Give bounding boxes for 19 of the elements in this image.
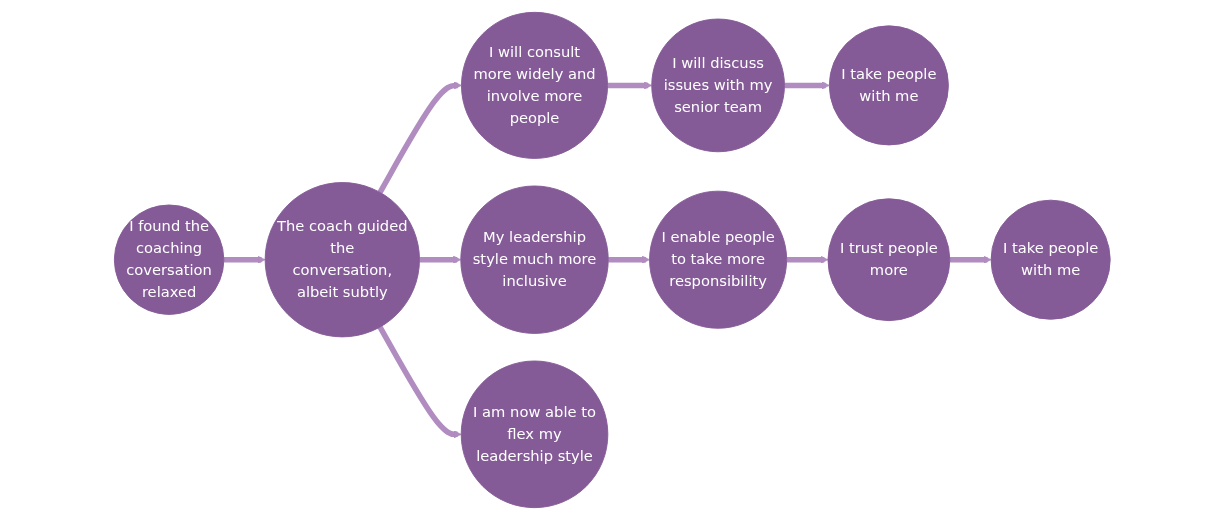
- node-circle: The coach guided the conversation, albeit subtly: [264, 182, 421, 338]
- node-circle: My leadership style much more inclusive: [460, 185, 609, 334]
- arrow: [377, 325, 462, 439]
- node-circle: I take people with me: [829, 25, 950, 146]
- node-circle: I found the coaching coversation relaxed: [114, 204, 225, 315]
- arrow: [784, 81, 830, 90]
- node-circle: I am now able to flex my leadership style: [460, 360, 609, 509]
- node-circle: I take people with me: [990, 199, 1111, 320]
- arrow: [377, 81, 463, 194]
- node-circle: I will consult more widely and involve more people: [461, 11, 609, 159]
- node-circle: I trust people more: [827, 198, 951, 322]
- node-circle: I will discuss issues with my senior team: [651, 18, 786, 153]
- arrow: [950, 255, 992, 264]
- arrow: [607, 81, 653, 90]
- arrow: [224, 255, 266, 264]
- arrow: [419, 255, 462, 264]
- arrow: [786, 255, 829, 264]
- node-circle: I enable people to take more responsibility: [649, 190, 788, 329]
- arrow: [608, 255, 651, 264]
